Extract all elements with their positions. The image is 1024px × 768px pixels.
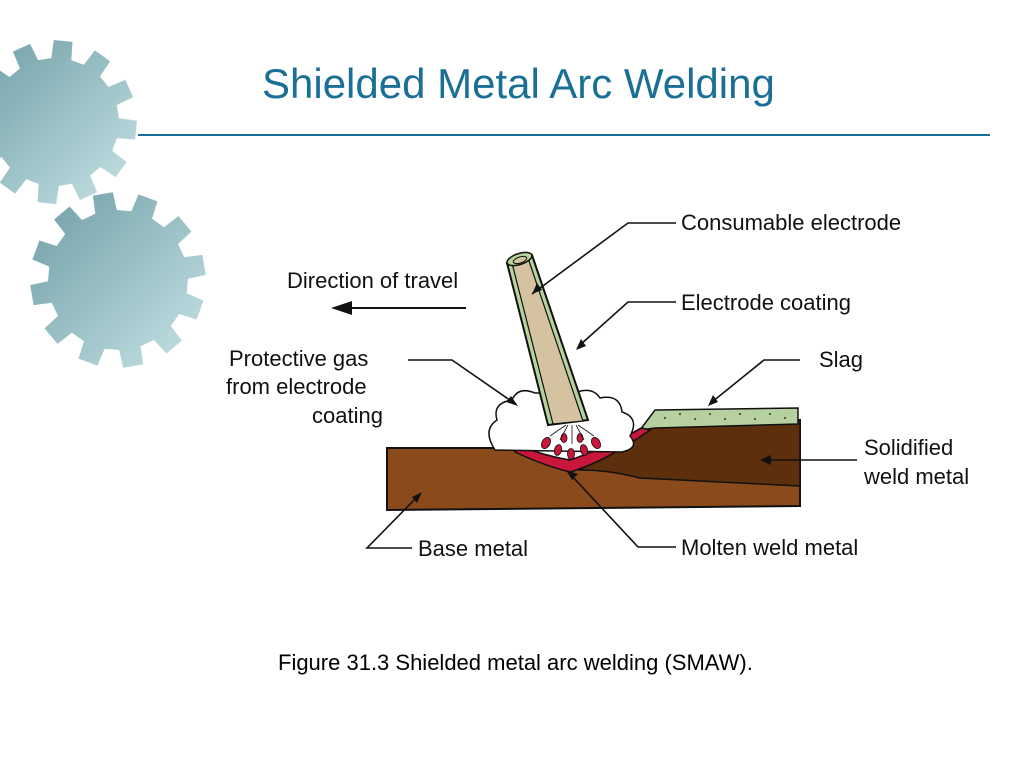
label-electrode-coating: Electrode coating xyxy=(681,290,851,315)
label-slag: Slag xyxy=(819,347,863,372)
label-protective-gas-line2: from electrode xyxy=(226,374,367,399)
label-direction-of-travel: Direction of travel xyxy=(287,268,458,293)
gear-icon xyxy=(0,40,137,204)
gear-shape xyxy=(30,192,206,368)
leader-electrode-coating xyxy=(579,301,676,346)
leader-slag xyxy=(711,359,800,403)
molten-weld-pool xyxy=(513,427,652,473)
label-molten-weld-metal: Molten weld metal xyxy=(681,535,858,560)
leader-consumable-electrode xyxy=(531,222,676,295)
gear-icon xyxy=(30,192,206,368)
label-solidified-line2: weld metal xyxy=(863,464,969,489)
gear-shape xyxy=(0,40,137,204)
label-solidified-line1: Solidified xyxy=(864,435,953,460)
label-base-metal: Base metal xyxy=(418,536,528,561)
figure-caption: Figure 31.3 Shielded metal arc welding (… xyxy=(278,650,753,675)
arc-droplets xyxy=(541,433,601,460)
electrode xyxy=(505,251,590,427)
slag-dots xyxy=(663,412,787,421)
label-consumable-electrode: Consumable electrode xyxy=(681,210,901,235)
leader-base-metal xyxy=(365,495,419,549)
leader-molten-weld xyxy=(569,473,676,548)
leader-protective-gas xyxy=(408,359,515,404)
label-protective-gas-line3: coating xyxy=(312,403,383,428)
label-protective-gas-line1: Protective gas xyxy=(229,346,368,371)
arc-rays xyxy=(549,424,595,444)
arrow-left-icon xyxy=(331,301,466,315)
title-divider xyxy=(138,134,990,136)
slide-title: Shielded Metal Arc Welding xyxy=(262,60,775,107)
gear-decoration xyxy=(0,40,206,368)
